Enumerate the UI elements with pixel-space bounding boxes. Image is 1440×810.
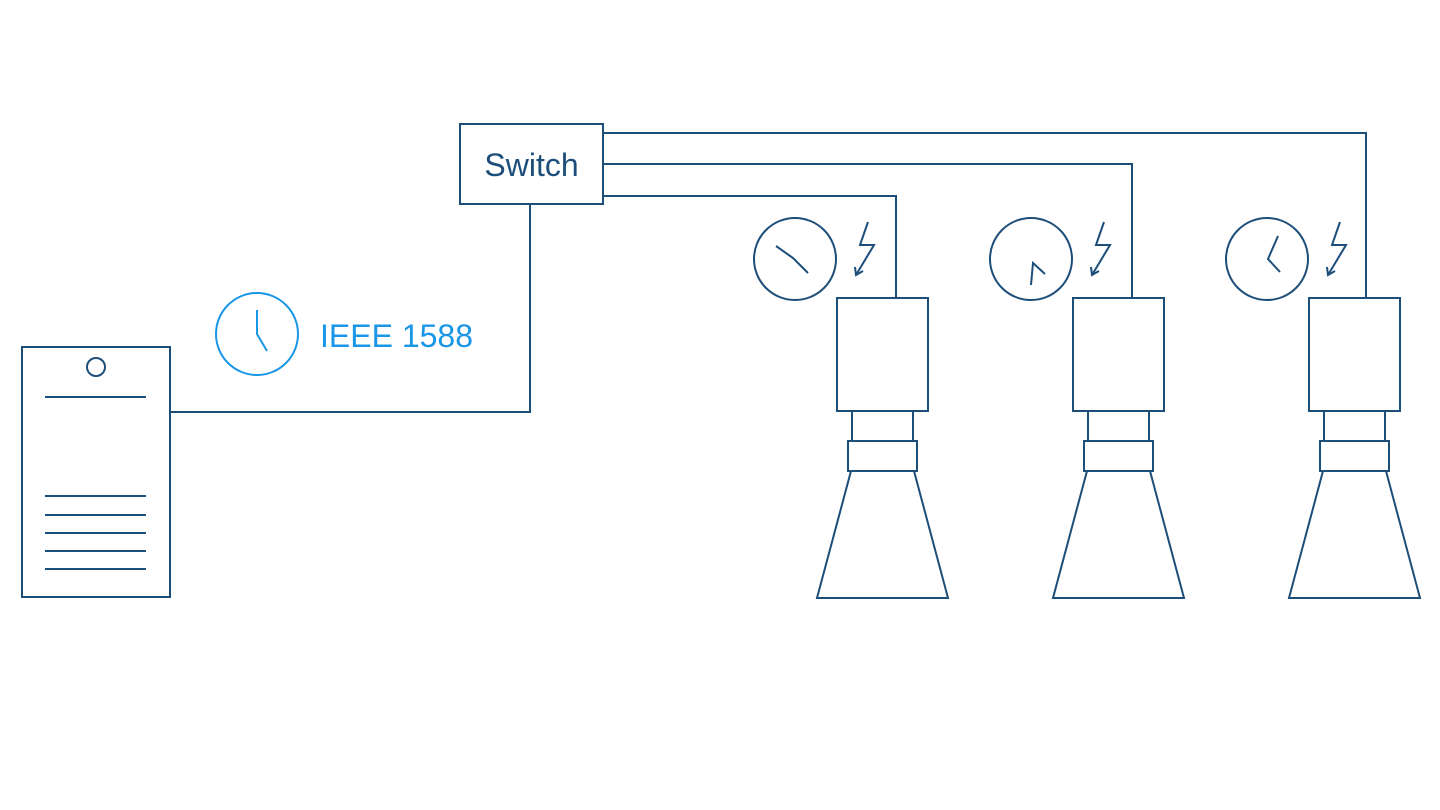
clock-icon xyxy=(215,292,299,376)
clock-icon xyxy=(753,217,837,301)
clock-icon xyxy=(1225,217,1309,301)
switch-label: Switch xyxy=(484,147,578,183)
master-server xyxy=(21,346,171,598)
link-switch-device-1 xyxy=(604,195,897,298)
switch-node: Switch xyxy=(459,123,604,205)
link-switch-device-2 xyxy=(604,163,1133,298)
server-power-button xyxy=(86,357,106,377)
protocol-label: IEEE 1588 xyxy=(320,318,473,354)
link-switch-device-3 xyxy=(604,132,1367,298)
horn-antenna-sensor-icon xyxy=(1051,297,1186,599)
lightning-icon xyxy=(1090,221,1112,277)
device-2 xyxy=(989,217,1186,599)
horn-antenna-sensor-icon xyxy=(1287,297,1422,599)
device-3 xyxy=(1225,217,1422,599)
link-master-switch xyxy=(170,204,531,413)
lightning-icon xyxy=(854,221,876,277)
horn-antenna-sensor-icon xyxy=(815,297,950,599)
network-links xyxy=(170,132,1367,413)
device-1 xyxy=(753,217,950,599)
clock-icon xyxy=(989,217,1073,301)
lightning-icon xyxy=(1326,221,1348,277)
switch-box xyxy=(459,123,604,205)
protocol-indicator: IEEE 1588 xyxy=(215,292,473,376)
server-icon xyxy=(21,346,171,598)
